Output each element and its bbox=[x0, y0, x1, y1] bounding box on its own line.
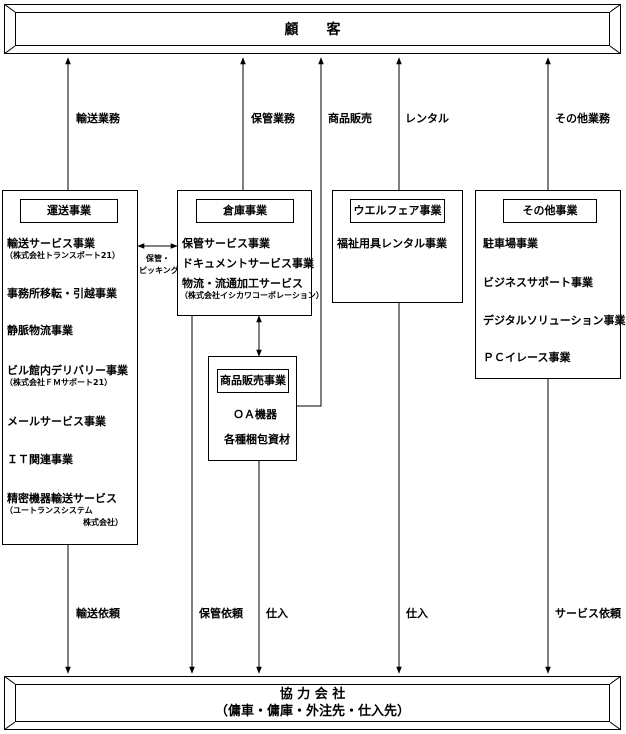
label-service-request: サービス依頼 bbox=[555, 607, 621, 620]
transport-item-4-sub: （株式会社ＦＭサポート21） bbox=[5, 378, 113, 387]
other-item-2: ビジネスサポート事業 bbox=[483, 276, 593, 289]
label-transport-work: 輸送業務 bbox=[76, 112, 120, 125]
warehouse-item-3: 物流・流通加工サービス bbox=[182, 277, 303, 290]
customer-banner: 顧 客 bbox=[3, 3, 621, 54]
customer-label: 顧 客 bbox=[284, 22, 341, 38]
partners-bevel bbox=[3, 675, 621, 730]
warehouse-business-title: 倉庫事業 bbox=[196, 199, 294, 223]
label-storage-request: 保管依頼 bbox=[199, 607, 243, 620]
other-item-1: 駐車場事業 bbox=[483, 237, 538, 250]
sales-item-1: ＯＡ機器 bbox=[233, 408, 277, 421]
other-item-4: ＰＣイレース事業 bbox=[483, 351, 571, 364]
transport-item-2: 事務所移転・引越事業 bbox=[7, 287, 117, 300]
transport-item-1: 輸送サービス事業 bbox=[7, 237, 95, 250]
transport-item-4: ビル館内デリバリー事業 bbox=[7, 364, 128, 377]
label-storage-work: 保管業務 bbox=[251, 112, 295, 125]
transport-item-5: メールサービス事業 bbox=[7, 415, 106, 428]
welfare-item-1: 福祉用具レンタル事業 bbox=[337, 237, 447, 250]
customer-bevel bbox=[3, 3, 621, 54]
partners-line2: （傭車・傭庫・外注先・仕入先） bbox=[214, 704, 410, 719]
other-business-title: その他事業 bbox=[503, 199, 597, 223]
other-item-3: デジタルソリューション事業 bbox=[483, 314, 626, 327]
transport-business-title: 運送事業 bbox=[20, 199, 118, 223]
label-other-work: その他業務 bbox=[555, 112, 610, 125]
transport-item-6: ＩＴ関連事業 bbox=[7, 453, 73, 466]
warehouse-item-1: 保管サービス事業 bbox=[182, 237, 270, 250]
warehouse-item-2: ドキュメントサービス事業 bbox=[182, 257, 314, 270]
transport-item-7: 精密機器輸送サービス bbox=[7, 492, 117, 505]
transport-item-7-sub-2: 株式会社） bbox=[83, 518, 123, 527]
label-purchase-a: 仕入 bbox=[266, 607, 288, 620]
partners-line1: 協 力 会 社 bbox=[279, 687, 346, 702]
label-rental: レンタル bbox=[405, 112, 449, 125]
warehouse-item-3-sub: （株式会社イシカワコーポレーション） bbox=[180, 291, 324, 300]
label-purchase-b: 仕入 bbox=[406, 607, 428, 620]
transport-item-1-sub: （株式会社トランスポート21） bbox=[5, 251, 120, 260]
partners-inner: 協 力 会 社 （傭車・傭庫・外注先・仕入先） bbox=[15, 684, 610, 722]
transport-item-3: 静脈物流事業 bbox=[7, 324, 73, 337]
label-transport-request: 輸送依頼 bbox=[76, 607, 120, 620]
welfare-business-title: ウエルフェア事業 bbox=[350, 199, 445, 223]
partners-banner: 協 力 会 社 （傭車・傭庫・外注先・仕入先） bbox=[3, 675, 621, 730]
transport-item-7-sub-1: （ユートランスシステム bbox=[5, 506, 93, 515]
label-storage-picking-2: ピッキング bbox=[139, 266, 179, 275]
sales-item-2: 各種梱包資材 bbox=[224, 433, 290, 446]
label-storage-picking-1: 保管・ bbox=[146, 254, 170, 263]
transport-business-box bbox=[2, 190, 138, 545]
customer-inner: 顧 客 bbox=[15, 12, 610, 46]
arrow-sales-to-customer bbox=[297, 57, 324, 407]
label-product-sales: 商品販売 bbox=[328, 112, 372, 125]
sales-business-title: 商品販売事業 bbox=[217, 369, 289, 393]
